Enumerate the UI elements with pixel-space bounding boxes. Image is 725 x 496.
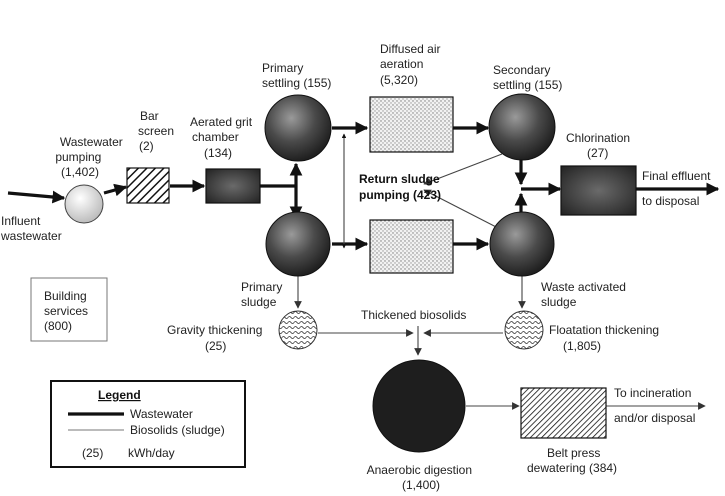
building-services-label: Building services (800) [44, 289, 91, 333]
waste-activated-label: Waste activated sludge [541, 280, 629, 309]
biosolids-flow-lines [294, 133, 706, 410]
legend-wastewater-label: Wastewater [130, 407, 193, 421]
floatation-thickening-node [504, 310, 544, 350]
chlorination-node [560, 165, 637, 216]
influent-label: Influent wastewater [0, 214, 62, 243]
pumping-label: Wastewater pumping (1,402) [55, 135, 126, 179]
legend-unit-sample: (25) [82, 446, 103, 460]
bar-screen-node [126, 167, 170, 204]
primary-settling-top-node [264, 94, 332, 162]
gravity-thickening-label: Gravity thickening (25) [167, 323, 266, 353]
legend-unit-label: kWh/day [128, 446, 175, 460]
thickened-biosolids-label: Thickened biosolids [361, 308, 466, 322]
legend-biosolids-label: Biosolids (sludge) [130, 423, 225, 437]
floatation-thickening-label: Floatation thickening (1,805) [549, 323, 662, 353]
building-services-box [30, 277, 108, 342]
primary-settling-bottom-node [265, 211, 331, 277]
chlorination-label: Chlorination (27) [566, 131, 633, 160]
secondary-settling-label: Secondary settling (155) [493, 63, 562, 92]
final-effluent-label: Final effluent to disposal [642, 169, 714, 208]
wastewater-pumping-node [64, 184, 104, 224]
bar-screen-label: Bar screen (2) [138, 109, 177, 153]
legend: Legend Wastewater Biosolids (sludge) (25… [50, 380, 246, 468]
anaerobic-digestion-label: Anaerobic digestion (1,400) [367, 463, 476, 492]
return-from-top-secondary [423, 153, 503, 186]
aeration-top-node [369, 96, 454, 153]
secondary-settling-bottom-node [489, 211, 555, 277]
primary-sludge-label: Primary sludge [241, 280, 286, 309]
aeration-label: Diffused air aeration (5,320) [380, 42, 444, 87]
return-from-bottom-secondary [423, 189, 503, 231]
secondary-settling-top-node [488, 93, 556, 161]
aeration-bottom-node [369, 219, 454, 274]
incineration-label: To incineration and/or disposal [614, 386, 695, 425]
aerated-grit-chamber-node [205, 168, 261, 204]
grit-label: Aerated grit chamber (134) [190, 115, 255, 160]
primary-settling-label: Primary settling (155) [262, 61, 331, 90]
influent-arrow [7, 190, 66, 204]
legend-title: Legend [98, 388, 141, 402]
return-sludge-label: Return sludge pumping (423) [359, 172, 443, 202]
belt-press-node [520, 387, 607, 439]
pump-to-screen-arrow [103, 183, 128, 197]
belt-press-label: Belt press dewatering (384) [527, 446, 617, 475]
legend-box [50, 380, 246, 468]
anaerobic-digestion-node [372, 359, 466, 453]
gravity-thickening-node [278, 310, 318, 350]
